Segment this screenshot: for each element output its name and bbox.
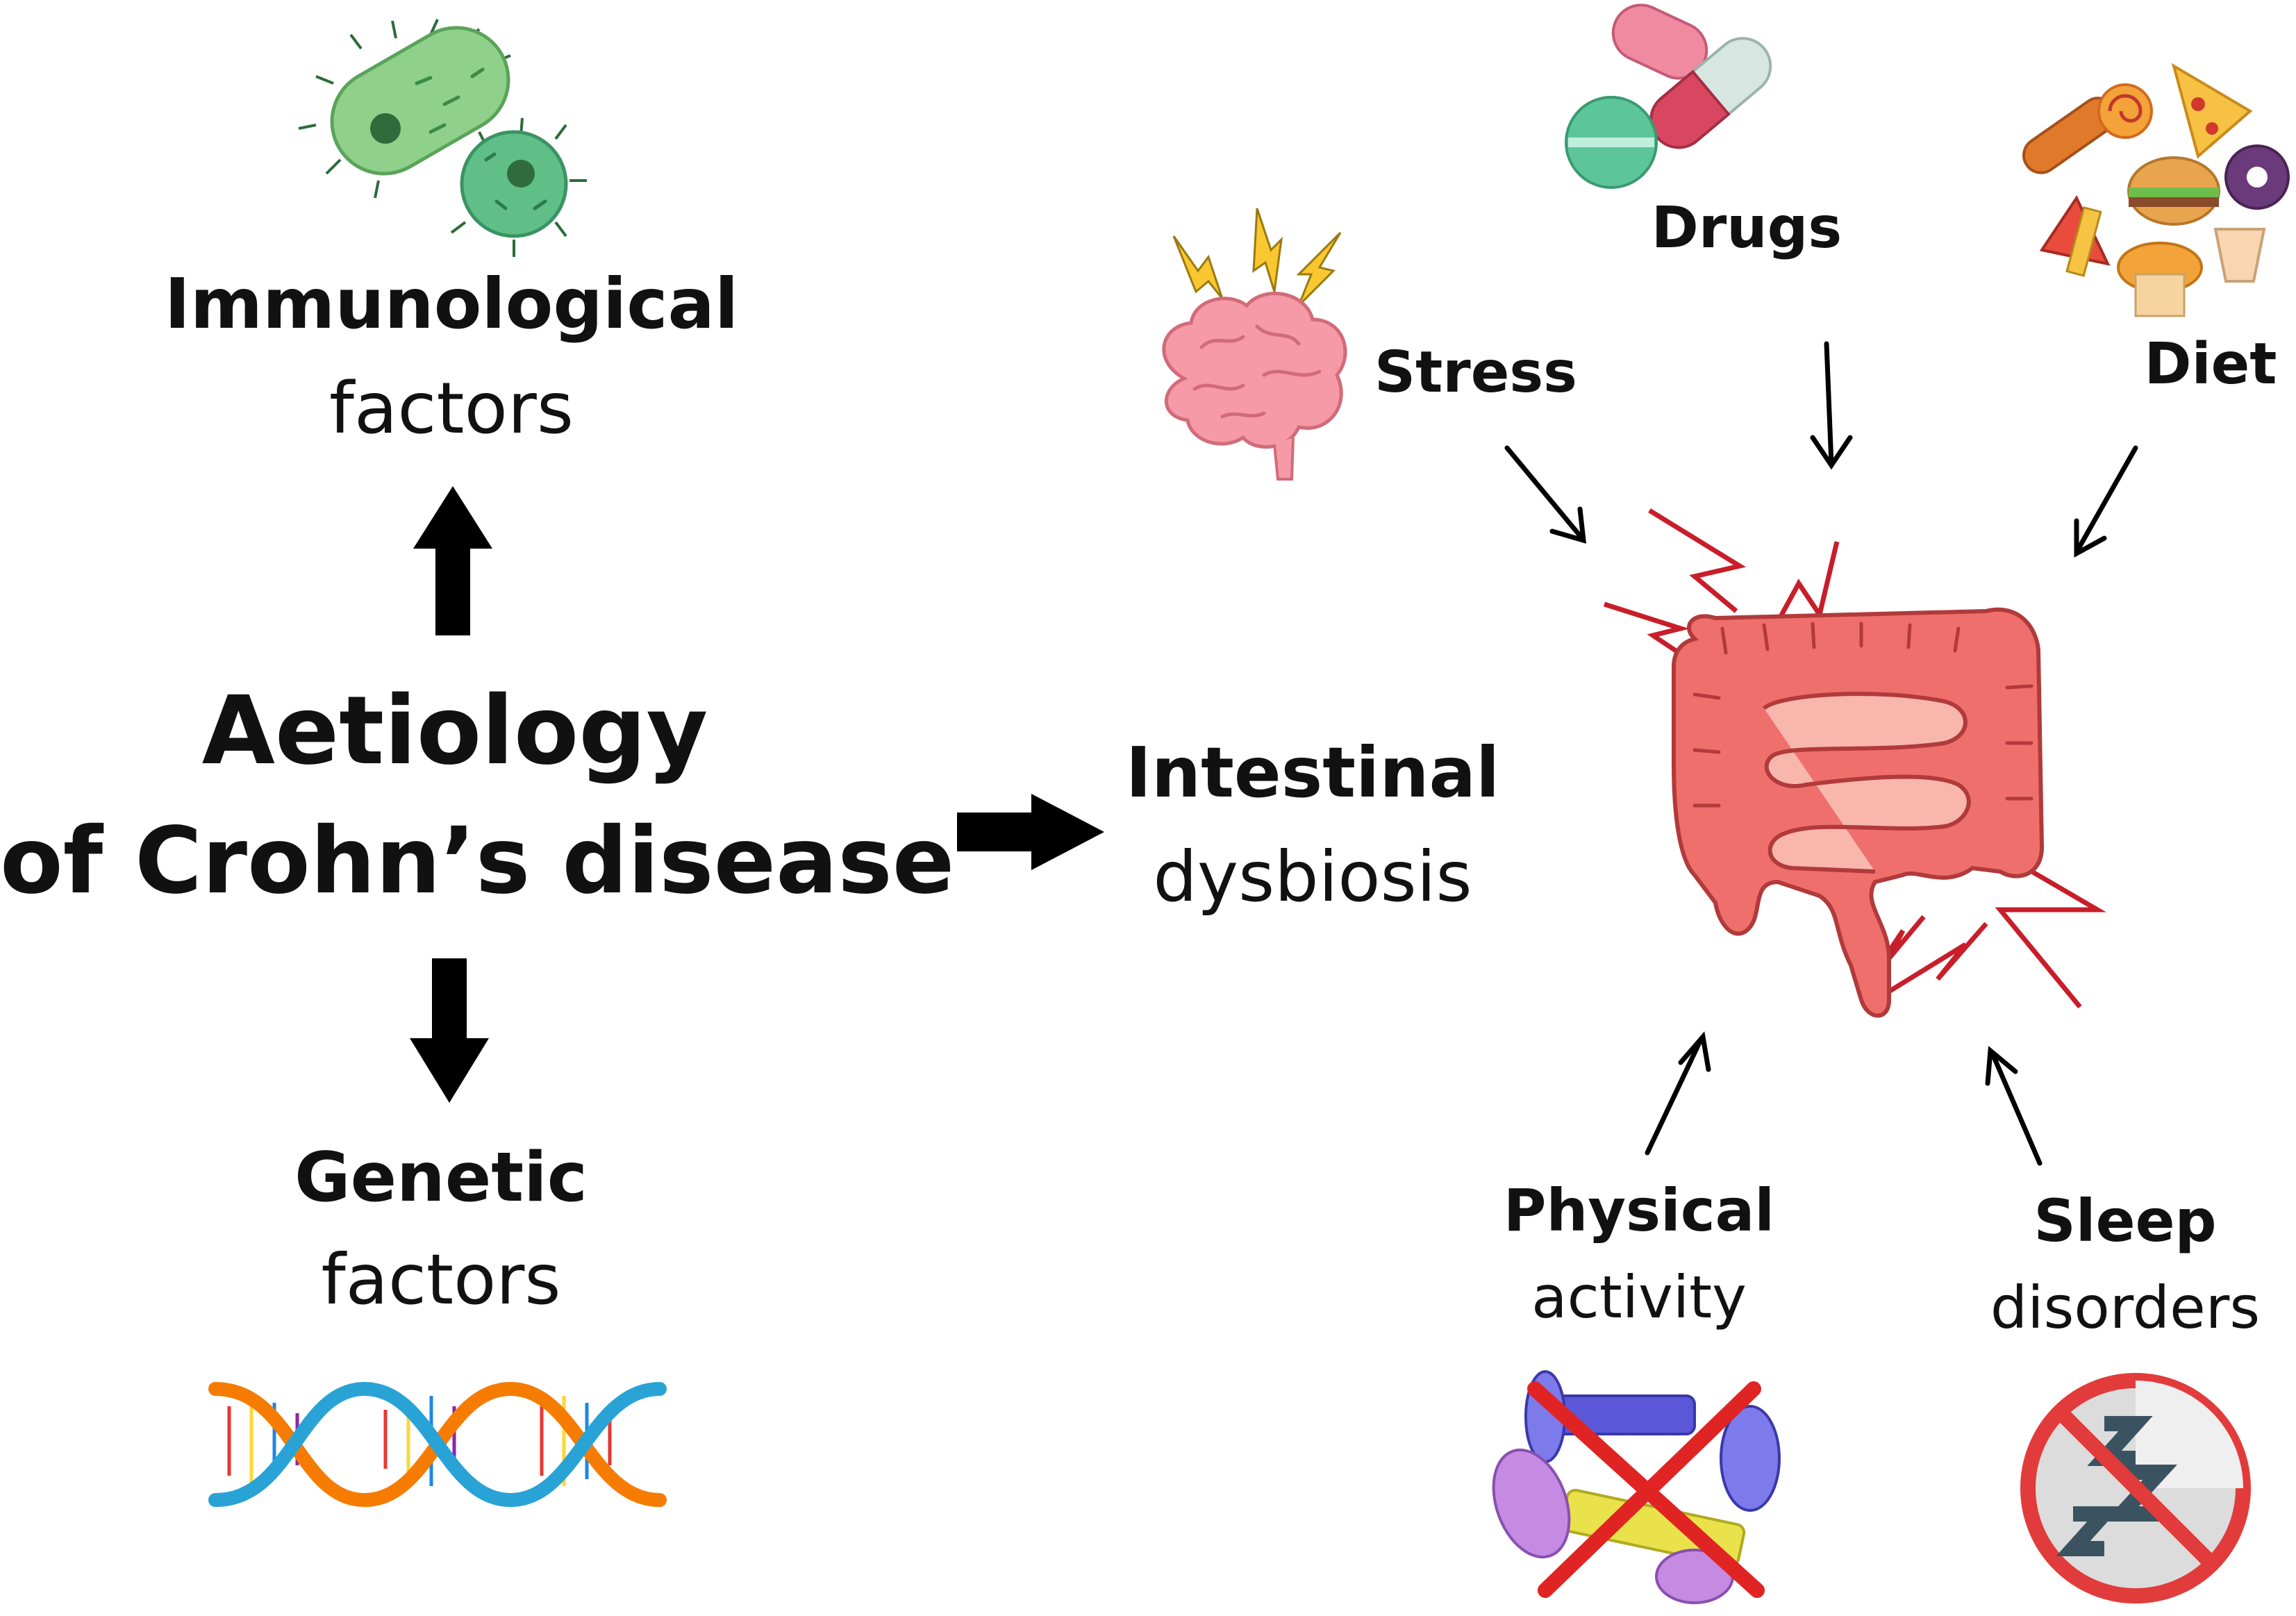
intestine-icon: [1603, 508, 2106, 1018]
arrow-right-icon: [957, 794, 1104, 870]
arrow-drugs: [1810, 341, 1853, 470]
arrow-physical: [1645, 1031, 1711, 1156]
arrow-up-icon: [413, 486, 492, 635]
sleep-title: Sleep: [2033, 1187, 2217, 1255]
pills-icon: [1565, 3, 1772, 189]
drugs-title: Drugs: [1651, 195, 1842, 261]
genetic-title: Genetic: [294, 1138, 588, 1217]
arrow-diet: [2074, 445, 2138, 558]
center-title-line2: of Crohn’s disease: [0, 808, 955, 915]
immunological-subtitle: factors: [329, 367, 574, 450]
immunological-title: Immunological: [164, 263, 739, 344]
genetic-subtitle: factors: [321, 1239, 561, 1320]
brain-icon: [1162, 208, 1347, 481]
arrow-down-icon: [410, 958, 489, 1103]
sleep-subtitle: disorders: [1990, 1274, 2261, 1342]
diet-title: Diet: [2144, 331, 2277, 397]
bacteria-icon: [298, 19, 587, 257]
dysbiosis-title: Intestinal: [1125, 732, 1500, 813]
arrow-stress: [1504, 445, 1587, 544]
stress-title: Stress: [1374, 340, 1577, 406]
center-title-line1: Aetiology: [201, 676, 708, 786]
junk-food-icon: [2022, 63, 2290, 317]
dna-icon: [208, 1381, 667, 1508]
physical-subtitle: activity: [1531, 1263, 1747, 1331]
dysbiosis-subtitle: dysbiosis: [1153, 836, 1472, 917]
no-dumbbell-icon: [1492, 1370, 1781, 1604]
arrow-sleep: [1985, 1046, 2043, 1166]
no-sleep-icon: [2020, 1373, 2251, 1603]
physical-title: Physical: [1503, 1176, 1775, 1244]
